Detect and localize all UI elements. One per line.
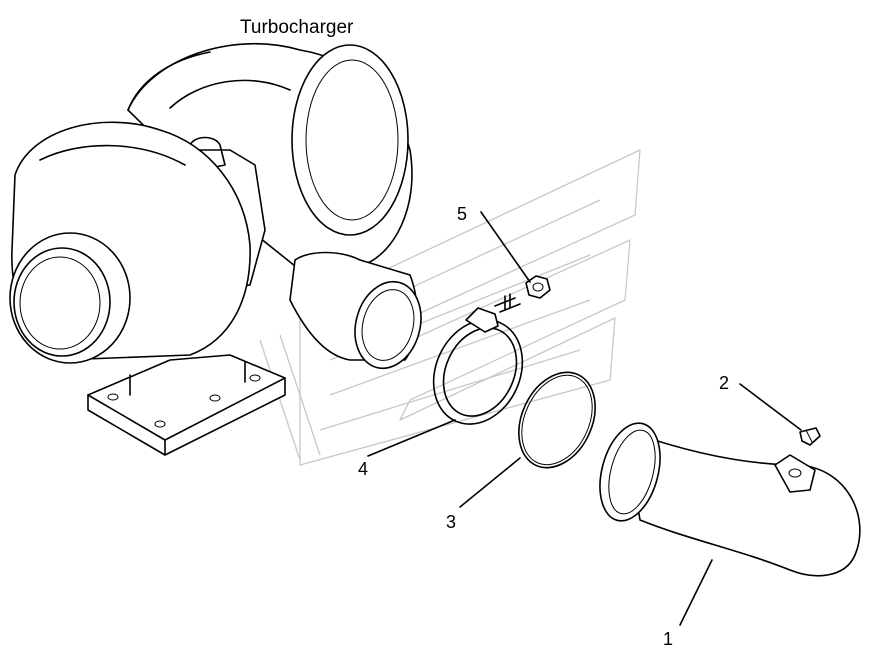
watermark-logo [259,149,641,466]
callout-5-label: 5 [457,204,467,224]
callout-4-label: 4 [358,459,368,479]
turbocharger-assembly [9,42,422,456]
part-3-gasket [459,371,596,508]
part-4-clamp [367,293,524,457]
part-1-elbow-tube [599,422,861,626]
part-5-nut [480,211,551,299]
callout-3-label: 3 [446,512,456,532]
callout-2-label: 2 [719,373,729,393]
part-2-plug [739,383,821,446]
diagram-title: Turbocharger [240,17,354,38]
callout-1-label: 1 [663,629,673,649]
